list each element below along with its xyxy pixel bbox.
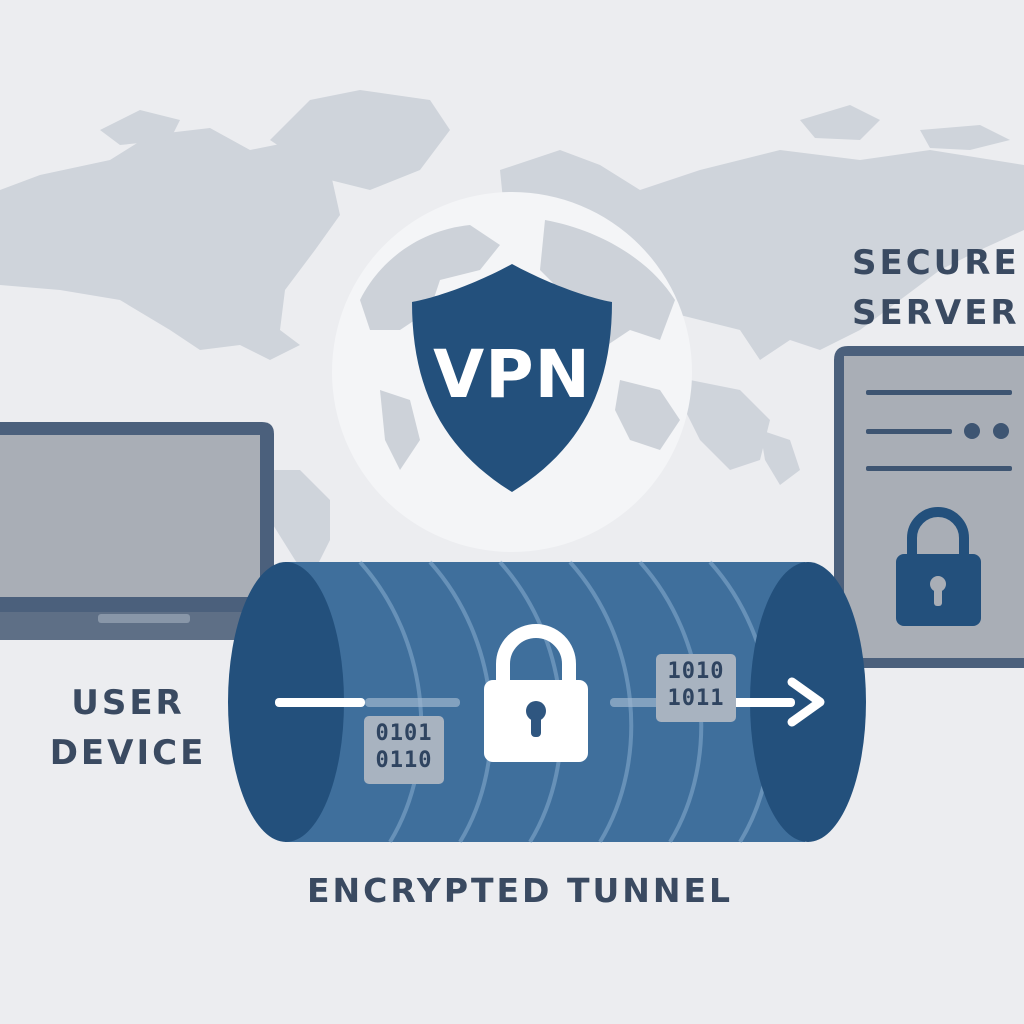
packet-left-line2: 0110 — [375, 748, 433, 773]
secure-server-label-line2: SERVER — [852, 293, 1020, 333]
packet-left-box — [364, 716, 444, 784]
secure-server-label-line1: SECURE — [852, 243, 1020, 283]
packet-left-line1: 0101 — [375, 721, 433, 746]
encrypted-tunnel-label: ENCRYPTED TUNNEL — [306, 871, 734, 910]
secure-server-label: SECURE SERVER — [852, 238, 1024, 338]
packet-right-line2: 1011 — [667, 686, 725, 711]
packet-right-box — [656, 654, 736, 722]
lock-icon — [484, 624, 588, 762]
laptop-icon — [0, 422, 298, 640]
user-device-label: USER DEVICE — [48, 678, 208, 778]
arrow-right-icon — [787, 677, 825, 727]
vpn-label: VPN — [433, 336, 591, 413]
packet-left: 0101 0110 — [364, 720, 444, 774]
user-device-label-line2: DEVICE — [49, 733, 207, 773]
server-icon — [834, 346, 1024, 668]
user-device-label-line1: USER — [71, 683, 185, 723]
packet-right-line1: 1010 — [667, 659, 725, 684]
world-map — [0, 90, 1024, 580]
shield-icon — [412, 264, 612, 492]
packet-right: 1010 1011 — [656, 658, 736, 712]
